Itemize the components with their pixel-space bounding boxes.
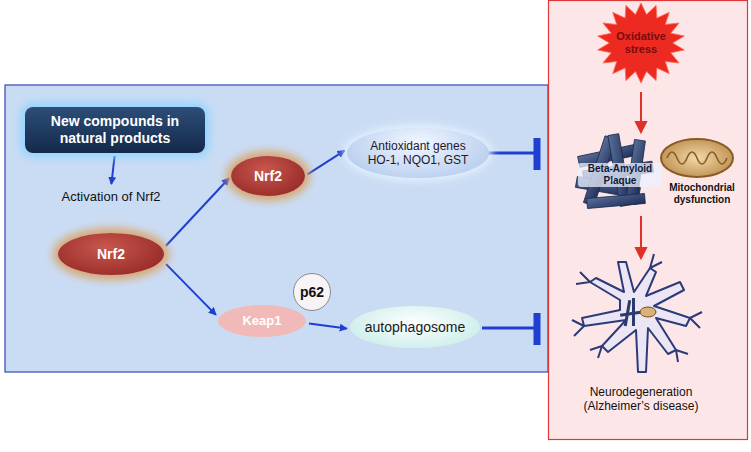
- nrf2-ellipse: Nrf2: [58, 233, 164, 275]
- mitochondrion: [661, 139, 733, 177]
- node-shape: Antioxidant genes HO-1, NQO1, GST: [347, 128, 489, 178]
- disease-label: Neurodegeneration (Alzheimer’s disease): [566, 385, 716, 414]
- red-panel: [549, 1, 748, 440]
- node-label: Nrf2: [97, 246, 125, 262]
- arrow-connector: [166, 178, 229, 246]
- plaque-label: Beta-Amyloid Plaque: [578, 163, 662, 187]
- node-heading: Activation of Nrf2: [51, 189, 171, 204]
- arrow-connector: [308, 151, 345, 175]
- node-label: Nrf2: [254, 168, 282, 185]
- neuron-mitochondrion: [640, 307, 656, 317]
- node-shape: New compounds in natural products: [25, 107, 205, 153]
- node-shape: p62: [293, 273, 331, 311]
- node-shape: Nrf2: [231, 156, 305, 196]
- node-label: Oxidative stress: [612, 30, 670, 56]
- node-label: p62: [300, 284, 324, 301]
- arrow-connector: [111, 156, 114, 184]
- node-label: Keap1: [242, 313, 281, 329]
- neuron: [572, 254, 702, 372]
- node-label: Antioxidant genes HO-1, NQO1, GST: [362, 139, 474, 168]
- stress-starburst: Oxidative stress: [597, 3, 685, 83]
- node-shape: autophagosome: [350, 306, 480, 348]
- nrf2-node: Activation of Nrf2Nrf2: [51, 187, 171, 279]
- node-label: New compounds in natural products: [40, 113, 190, 147]
- inhibition-lines: [482, 138, 537, 345]
- node-label: autophagosome: [365, 319, 465, 336]
- arrow-connector: [166, 264, 216, 315]
- arrow-connector: [309, 323, 347, 328]
- node-shape: Keap1: [218, 305, 306, 337]
- mitochondria-label: Mitochondrial dysfunction: [660, 182, 744, 206]
- starburst-shape: [598, 3, 685, 83]
- blue-panel: [5, 85, 548, 372]
